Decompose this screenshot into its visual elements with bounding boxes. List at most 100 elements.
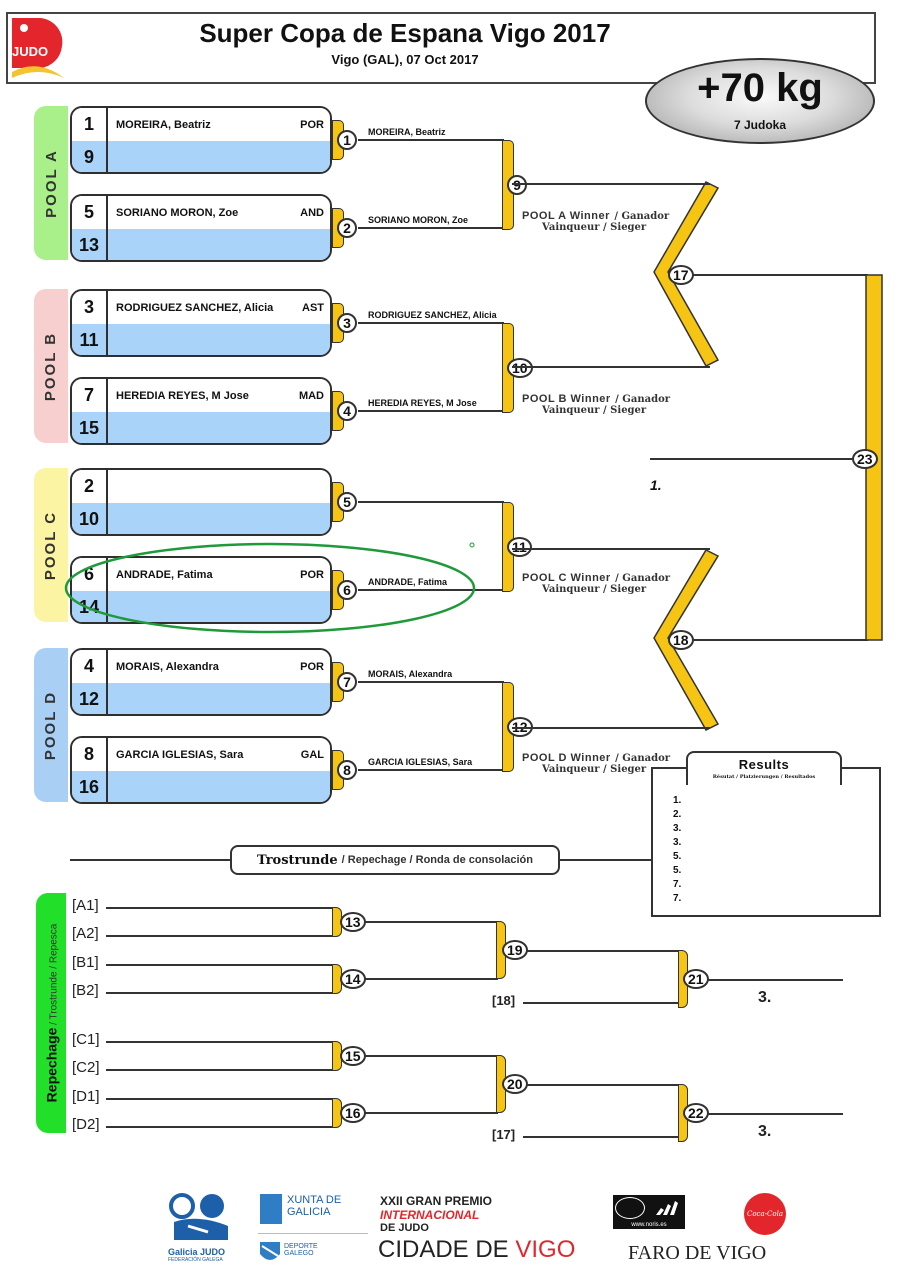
competitor-row-bottom[interactable]: 12 (72, 683, 330, 714)
pool-winner-suffix: / Ganador (615, 394, 671, 405)
match-number: 4 (337, 401, 357, 421)
advance-line (358, 501, 504, 503)
repechage-match-number: 19 (502, 940, 528, 960)
competitor-row-bottom[interactable]: 11 (72, 324, 330, 355)
pool-winner-translations: Vainqueur / Sieger (542, 405, 647, 416)
results-box (651, 767, 881, 917)
match-box[interactable]: 6 ANDRADE, Fatima POR 14 (70, 556, 332, 624)
match-winner-name: ANDRADE, Fatima (368, 577, 448, 587)
gp-line4-vigo: VIGO (515, 1236, 576, 1263)
repechage-match-number: 20 (502, 1074, 528, 1094)
match-box[interactable]: 5 SORIANO MORON, Zoe AND 13 (70, 194, 332, 262)
adidas-emblem (653, 1199, 679, 1217)
seed-number: 15 (72, 412, 108, 443)
competitor-nation: GAL (300, 748, 324, 761)
deporte-emblem (260, 1242, 280, 1264)
match-number-18: 18 (668, 630, 694, 650)
competitor-row-top[interactable]: 8 GARCIA IGLESIAS, Sara GAL (72, 738, 330, 773)
repechage-line (364, 1055, 498, 1057)
match-number: 7 (337, 672, 357, 692)
bronze-match-number: 21 (683, 969, 709, 989)
competitor-row-bottom[interactable]: 14 (72, 591, 330, 622)
bronze-line (707, 1113, 843, 1115)
repechage-slot: [A1] (72, 897, 99, 914)
repechage-title-rest: / Repechage / Ronda de consolación (341, 854, 533, 866)
match-number-17: 17 (668, 265, 694, 285)
competitor-row-bottom[interactable]: 16 (72, 771, 330, 802)
match-number: 6 (337, 580, 357, 600)
pool-winner-title: POOL A Winner (522, 210, 610, 222)
pool-winner-title: POOL D Winner (522, 752, 611, 764)
match-box[interactable]: 1 MOREIRA, Beatriz POR 9 (70, 106, 332, 174)
pool-tab-0: POOL A (34, 106, 68, 260)
competitor-name: GARCIA IGLESIAS, Sara (116, 748, 244, 761)
repechage-slot: [B2] (72, 982, 99, 999)
repechage-line (364, 921, 498, 923)
gp-line1: XXII GRAN PREMIO (380, 1194, 493, 1208)
match-winner-name: MOREIRA, Beatriz (368, 127, 446, 137)
match-winner-name: GARCIA IGLESIAS, Sara (368, 757, 473, 767)
competitor-name: RODRIGUEZ SANCHEZ, Alicia (116, 301, 274, 314)
competitor-row-bottom[interactable]: 10 (72, 503, 330, 534)
repechage-slot-line (106, 907, 334, 909)
results-place: 1. (673, 795, 682, 806)
match-box[interactable]: 7 HEREDIA REYES, M Jose MAD 15 (70, 377, 332, 445)
advance-line (358, 139, 504, 141)
competitor-row-bottom[interactable]: 13 (72, 229, 330, 260)
competitor-row-top[interactable]: 1 MOREIRA, Beatriz POR (72, 108, 330, 143)
pool-winner-label: POOL A Winner / Ganador (522, 206, 722, 224)
repechage-tab-bold: Repechage (43, 1027, 59, 1103)
match-number: 1 (337, 130, 357, 150)
seed-number: 1 (72, 108, 108, 141)
match-box[interactable]: 8 GARCIA IGLESIAS, Sara GAL 16 (70, 736, 332, 804)
pool-winner-translations: Vainqueur / Sieger (542, 764, 647, 775)
seed-number: 9 (72, 141, 108, 172)
repechage-line (523, 1002, 681, 1004)
match-number-23: 23 (852, 449, 878, 469)
results-title: Results (738, 757, 790, 772)
match-box[interactable]: 4 MORAIS, Alexandra POR 12 (70, 648, 332, 716)
match-winner-name: HEREDIA REYES, M Jose (368, 398, 477, 408)
weight-category: +70 kg (697, 66, 823, 110)
semi-top-connector (653, 181, 720, 367)
semi-bottom-connector (653, 549, 720, 731)
seed-number: 4 (72, 650, 108, 683)
results-place: 2. (673, 809, 682, 820)
competitor-name: HEREDIA REYES, M Jose (116, 389, 249, 402)
repechage-line (364, 1112, 498, 1114)
competitor-row-top[interactable]: 3 RODRIGUEZ SANCHEZ, Alicia AST (72, 291, 330, 326)
place-third: 3. (758, 1123, 772, 1140)
repechage-slot-line (106, 1126, 334, 1128)
seed-number: 2 (72, 470, 108, 503)
seed-number: 5 (72, 196, 108, 229)
match-box[interactable]: 3 RODRIGUEZ SANCHEZ, Alicia AST 11 (70, 289, 332, 357)
repechage-slot: [B1] (72, 954, 99, 971)
results-place: 3. (673, 823, 682, 834)
repechage-match-number: 13 (340, 912, 366, 932)
repechage-slot-line (106, 1041, 334, 1043)
advance-line (358, 589, 504, 591)
competitor-nation: POR (300, 660, 324, 673)
noris-adidas-logo: www.noris.es (613, 1195, 685, 1229)
competitor-nation: AST (302, 301, 324, 314)
competitor-row-top[interactable]: 2 (72, 470, 330, 505)
competitor-row-bottom[interactable]: 9 (72, 141, 330, 172)
competitor-row-top[interactable]: 6 ANDRADE, Fatima POR (72, 558, 330, 593)
competitor-name: MOREIRA, Beatriz (116, 118, 211, 131)
seed-number: 16 (72, 771, 108, 802)
results-list: 1.2.3.3.5.5.7.7. (673, 794, 681, 906)
competitor-row-bottom[interactable]: 15 (72, 412, 330, 443)
competitor-nation: POR (300, 568, 324, 581)
repechage-match-number: 16 (340, 1103, 366, 1123)
advance-line (358, 410, 504, 412)
coca-cola-logo: Coca-Cola (744, 1193, 786, 1235)
advance-line (358, 227, 504, 229)
competitor-nation: AND (300, 206, 324, 219)
seed-number: 13 (72, 229, 108, 260)
match-box[interactable]: 2 10 (70, 468, 332, 536)
match-winner-name: SORIANO MORON, Zoe (368, 215, 469, 225)
galicia-judo-subtext: FEDERACIÓN GALEGA (168, 1257, 223, 1263)
results-place: 5. (673, 865, 682, 876)
seed-number: 11 (72, 324, 108, 355)
